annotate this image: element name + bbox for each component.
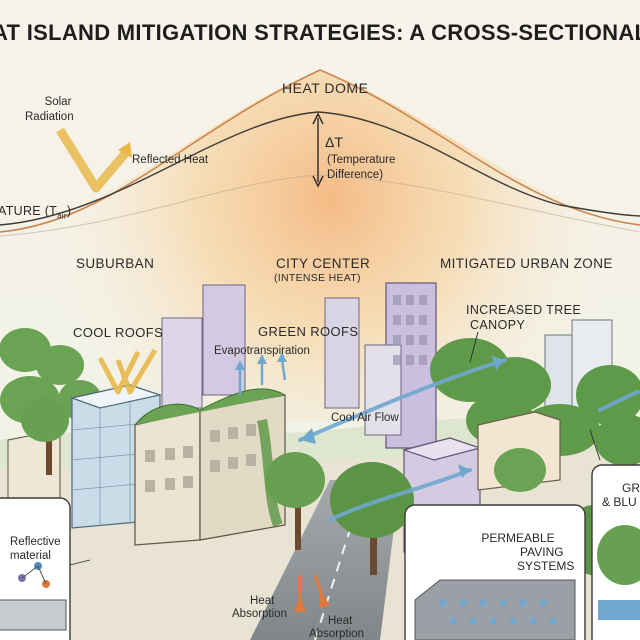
reflected-heat-label: Reflected Heat (132, 154, 209, 166)
heat-absorption-b-line2: Absorption (309, 628, 364, 640)
permeable-label-line2: PAVING (520, 545, 564, 559)
heat-absorption-a-line1: Heat (250, 595, 275, 607)
reflective-label-line1: Reflective (10, 536, 61, 548)
air-temperature-label: ATURE (Tair) (0, 204, 72, 221)
delta-t-desc-line2: Difference) (327, 169, 384, 181)
zone-mitigated: MITIGATED URBAN ZONE (440, 256, 613, 271)
leader-lines (69, 331, 601, 566)
zone-city-center: CITY CENTER (276, 256, 371, 271)
green-blue-label-line1: GR (622, 481, 640, 495)
solar-radiation-arrow (56, 127, 132, 193)
cool-air-flow-arrows (298, 358, 640, 522)
cool-air-arrowheads (300, 356, 505, 478)
heat-absorption-a-line2: Absorption (232, 608, 287, 620)
zone-suburban: SUBURBAN (76, 256, 155, 271)
delta-t-desc-line1: (Temperature (327, 154, 396, 166)
cool-roofs-label: COOL ROOFS (73, 325, 164, 340)
solar-label-line2: Radiation (25, 111, 74, 123)
delta-t-arrow (312, 112, 324, 188)
permeable-label-line3: SYSTEMS (517, 559, 575, 573)
inset-green-blue-box (591, 464, 640, 640)
page-title: AT ISLAND MITIGATION STRATEGIES: A CROSS… (0, 20, 640, 45)
tower-windows (393, 295, 427, 365)
tree-canopy-right (430, 338, 640, 466)
tree-canopy-label-line2: CANOPY (470, 318, 526, 332)
green-roofs-label: GREEN ROOFS (258, 324, 359, 339)
green-roof-building (134, 388, 286, 546)
inset-reflective-box (0, 497, 71, 640)
permeable-label-line1: PERMEABLE (481, 531, 555, 545)
heat-absorption-arrows (294, 574, 330, 612)
zone-city-center-sub: (INTENSE HEAT) (274, 272, 361, 284)
air-temp-band (0, 174, 640, 237)
cool-air-flow-label: Cool Air Flow (331, 412, 399, 424)
cool-roof-reflection-arrows (97, 348, 158, 395)
inset-permeable-box (404, 504, 586, 640)
reflective-label-line2: material (10, 550, 51, 562)
street-centerline (314, 481, 366, 640)
evapotranspiration-label: Evapotranspiration (214, 345, 310, 357)
heat-dome-glow (0, 70, 640, 420)
heat-dome-label: HEAT DOME (282, 80, 369, 96)
heat-dome-outer-curve (0, 69, 640, 233)
heat-dome-inner-curve (0, 111, 640, 226)
tree-canopy-label-line1: INCREASED TREE (466, 303, 582, 317)
evapotranspiration-arrows (238, 359, 287, 395)
heat-absorption-b-line1: Heat (328, 615, 353, 627)
solar-label-line1: Solar (44, 96, 72, 108)
delta-t-label: ΔT (325, 134, 343, 150)
green-blue-label-line2: & BLU (602, 495, 637, 509)
